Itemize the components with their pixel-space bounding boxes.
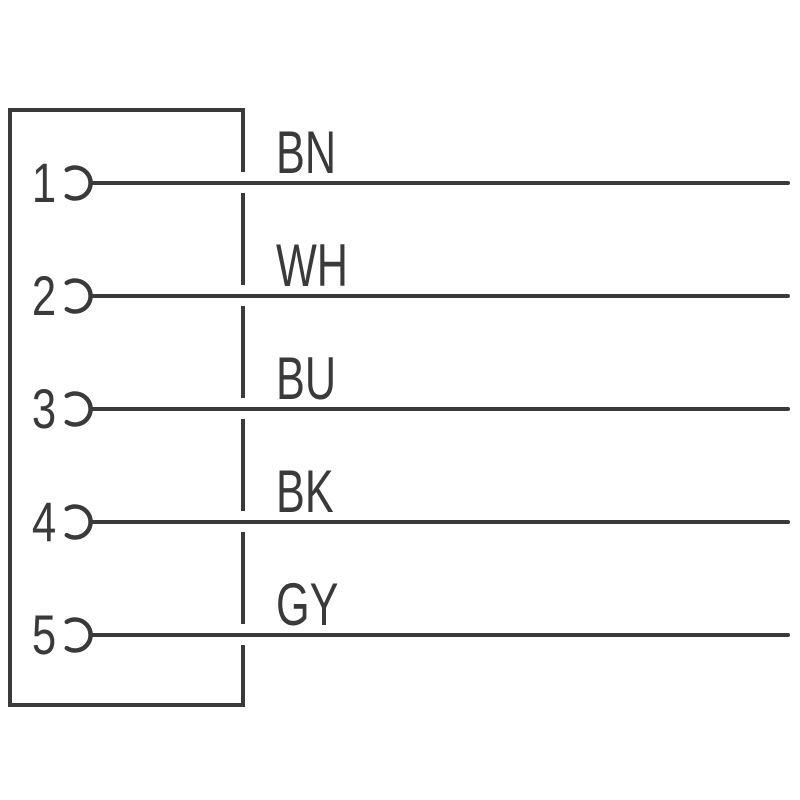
pin-number: 4 xyxy=(31,490,57,553)
pin-number: 1 xyxy=(31,151,57,214)
pin-contact-icon xyxy=(64,391,93,427)
pin-contact-icon xyxy=(64,504,93,540)
pin-contact-icon xyxy=(64,278,93,314)
wire-color-label: BU xyxy=(276,345,337,412)
wire-color-label: WH xyxy=(276,232,348,299)
pin-number: 3 xyxy=(31,377,57,440)
wire-color-label: GY xyxy=(276,571,339,638)
wire-line xyxy=(90,181,790,185)
pin-number: 2 xyxy=(31,264,57,327)
connector-body-outline xyxy=(8,108,243,707)
pin-contact-icon xyxy=(64,617,93,653)
wire-line xyxy=(90,633,790,637)
wire-line xyxy=(90,407,790,411)
pin-contact-icon xyxy=(64,165,93,201)
wire-color-label: BK xyxy=(276,458,334,525)
wire-color-label: BN xyxy=(276,119,337,186)
wire-line xyxy=(90,520,790,524)
pin-number: 5 xyxy=(31,603,57,666)
wire-line xyxy=(90,294,790,298)
